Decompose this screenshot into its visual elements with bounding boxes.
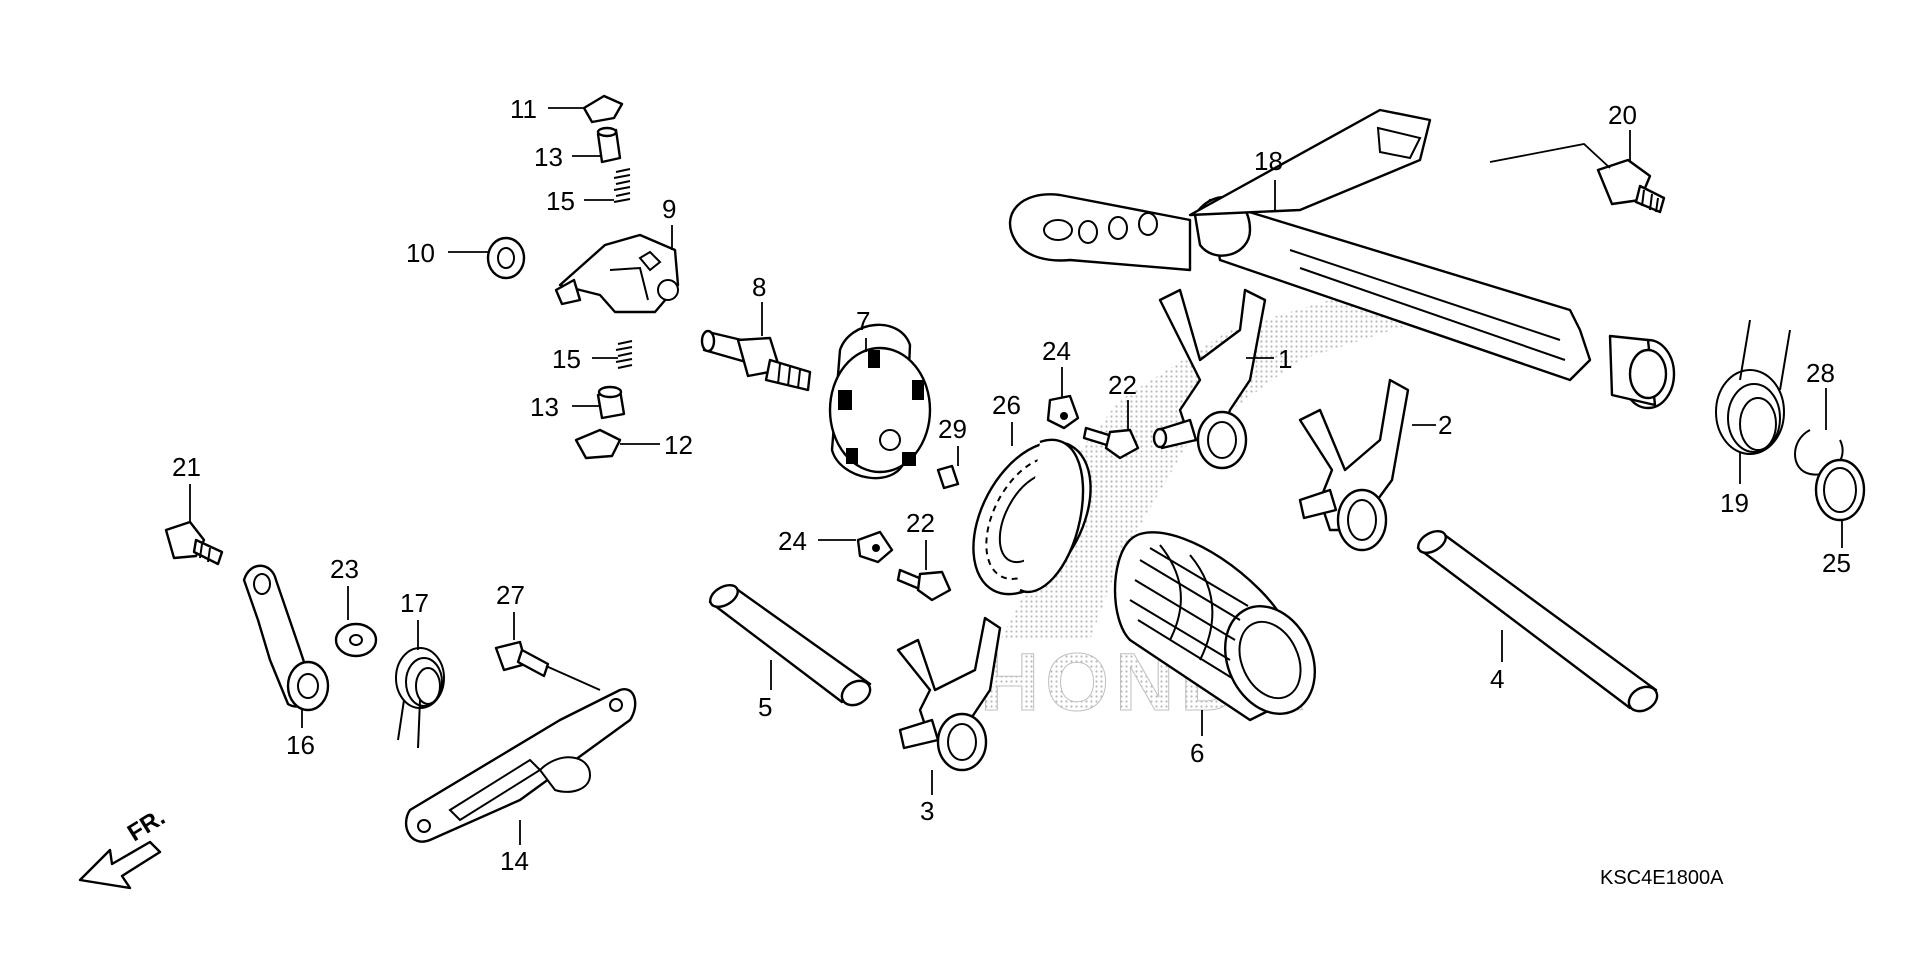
callout-24-upper: 24	[1042, 336, 1071, 366]
callout-27: 27	[496, 580, 525, 610]
part-19-spring	[1715, 319, 1791, 455]
callout-14: 14	[500, 846, 529, 876]
part-5-shaft	[708, 583, 872, 707]
callout-22-upper: 22	[1108, 370, 1137, 400]
part-7-drum-center	[828, 323, 932, 480]
callout-13-upper: 13	[534, 142, 563, 172]
callout-22-lower: 22	[906, 508, 935, 538]
callout-21: 21	[172, 452, 201, 482]
callout-20: 20	[1608, 100, 1637, 130]
callout-2: 2	[1438, 410, 1452, 440]
part-12-cap	[574, 428, 622, 460]
part-20-bolt	[1596, 158, 1666, 214]
part-21-bolt	[164, 520, 224, 566]
callout-9: 9	[662, 194, 676, 224]
part-27-bolt	[494, 640, 550, 678]
callout-4: 4	[1490, 664, 1504, 694]
callout-25: 25	[1822, 548, 1851, 578]
part-29-dowel-pin	[936, 464, 960, 490]
part-3-shift-fork	[896, 616, 1002, 772]
callout-28: 28	[1806, 358, 1835, 388]
part-24-plate-lower	[856, 530, 894, 564]
callout-10: 10	[406, 238, 435, 268]
front-direction-arrow: FR.	[78, 804, 170, 890]
part-22-bolt-upper	[1082, 426, 1140, 460]
part-6-shift-drum	[1113, 531, 1317, 722]
part-25-washer	[1814, 458, 1866, 522]
callout-1: 1	[1278, 344, 1292, 374]
callout-13-lower: 13	[530, 392, 559, 422]
callout-8: 8	[752, 272, 766, 302]
part-15-spring-upper	[613, 168, 631, 203]
diagram-code: KSC4E1800A	[1600, 867, 1724, 889]
part-10-collar	[486, 236, 526, 280]
callout-23: 23	[330, 554, 359, 584]
callout-5: 5	[758, 692, 772, 722]
part-28-circlip	[1794, 429, 1844, 476]
callout-16: 16	[286, 730, 315, 760]
part-1-shift-fork	[1152, 288, 1267, 470]
callout-12: 12	[664, 430, 693, 460]
part-13-pin-upper	[596, 126, 622, 164]
part-17-return-spring	[395, 647, 445, 749]
callout-29: 29	[938, 414, 967, 444]
callout-26: 26	[992, 390, 1021, 420]
callout-19: 19	[1720, 488, 1749, 518]
part-16-shift-arm	[242, 564, 330, 712]
part-23-washer	[334, 622, 378, 658]
callout-labels: 11 13 15 9 10 8 7 15 13 12 24 22 26 29 2…	[172, 94, 1851, 876]
part-8-pin-bolt	[700, 329, 812, 392]
callout-15-upper: 15	[546, 186, 575, 216]
callout-6: 6	[1190, 738, 1204, 768]
part-26-bearing	[972, 438, 1092, 596]
part-2-shift-fork	[1298, 378, 1410, 552]
callout-7: 7	[856, 306, 870, 336]
part-15-spring-lower	[615, 340, 633, 369]
part-13-pin-lower	[596, 385, 626, 420]
part-9-stopper-arm	[554, 233, 680, 314]
front-direction-label: FR.	[123, 804, 170, 847]
leader-lines	[189, 107, 1843, 845]
part-24-plate-upper	[1046, 394, 1080, 430]
part-14-plate	[404, 688, 637, 843]
callout-24-lower: 24	[778, 526, 807, 556]
callout-15-lower: 15	[552, 344, 581, 374]
callout-11: 11	[510, 94, 537, 124]
part-4-fork-shaft	[1416, 529, 1659, 713]
callout-18: 18	[1254, 146, 1283, 176]
part-22-bolt-lower	[896, 568, 952, 602]
part-11-cap	[582, 94, 624, 124]
callout-17: 17	[400, 588, 429, 618]
callout-3: 3	[920, 796, 934, 826]
part-18-gearshift-spindle	[1008, 108, 1676, 410]
